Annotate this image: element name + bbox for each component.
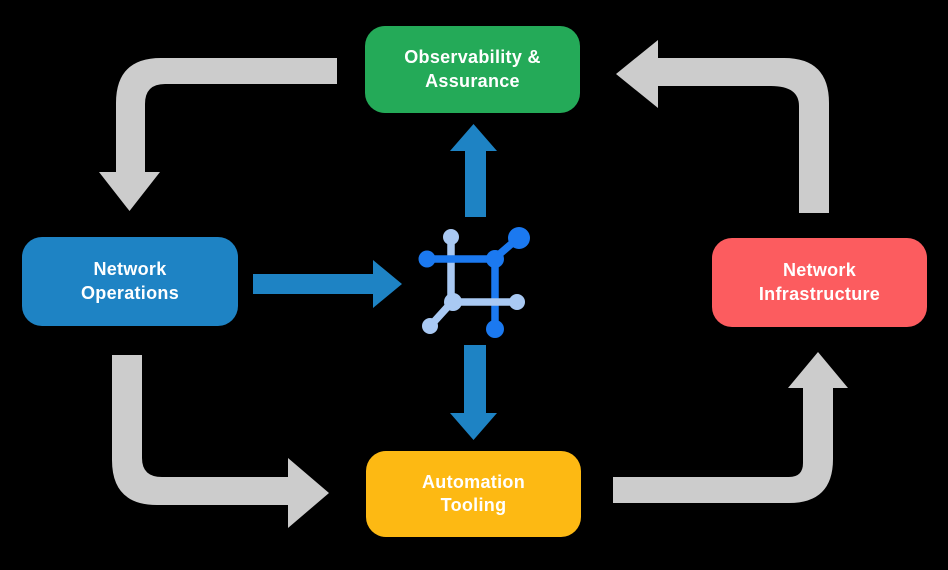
arrow-up-icon <box>450 124 497 217</box>
fabric-node-bottomleft-junction <box>444 293 462 311</box>
node-label-line: Observability & <box>404 47 541 68</box>
node-label-line: Network <box>93 259 167 280</box>
fabric-node-topright-junction <box>486 250 504 268</box>
node-label-line: Infrastructure <box>758 283 881 304</box>
fabric-node-bottomleft <box>422 318 438 334</box>
node-label-line: Operations <box>80 282 180 303</box>
node-label-line: Network <box>782 260 857 281</box>
arrow-down-icon <box>450 345 497 440</box>
node-network-infrastructure: Network Infrastructure <box>712 238 927 327</box>
arrow-operations-to-automation-icon <box>112 355 329 528</box>
fabric-node-bottom <box>486 320 504 338</box>
center-flow-arrows <box>253 124 497 440</box>
cycle-arrows <box>99 40 848 528</box>
arrow-automation-to-infrastructure-icon <box>613 352 848 503</box>
node-automation-tooling: Automation Tooling <box>366 451 581 537</box>
fabric-node-right <box>509 294 525 310</box>
node-label-line: Assurance <box>425 70 520 91</box>
fabric-node-top <box>443 229 459 245</box>
fabric-node-left <box>418 250 436 268</box>
fabric-node-topright <box>508 227 530 249</box>
arrow-observability-to-operations-icon <box>99 58 337 211</box>
arrow-infrastructure-to-observability-icon <box>616 40 829 213</box>
node-label-line: Automation <box>422 471 525 492</box>
node-network-operations: Network Operations <box>22 237 238 326</box>
node-observability-assurance: Observability & Assurance <box>365 26 580 113</box>
network-fabric-icon <box>418 227 530 338</box>
node-label-line: Tooling <box>440 495 507 515</box>
arrow-right-icon <box>253 260 402 308</box>
